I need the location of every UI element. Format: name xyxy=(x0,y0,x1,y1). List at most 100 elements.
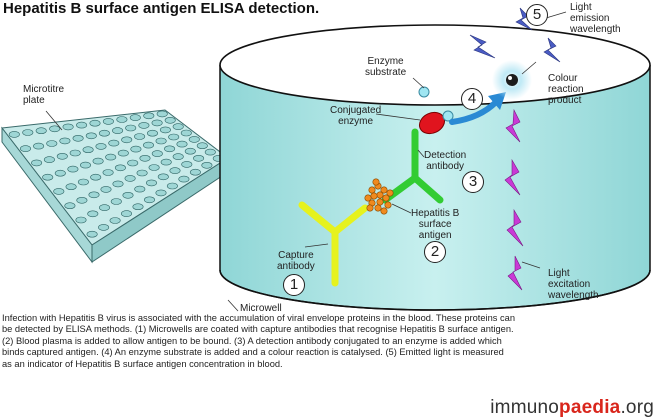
plate-well xyxy=(193,155,205,162)
plate-well xyxy=(148,164,160,171)
plate-well xyxy=(121,136,133,144)
plate-well xyxy=(62,123,74,131)
plate-well xyxy=(90,173,102,181)
plate-well xyxy=(138,122,150,129)
plate-well xyxy=(201,162,213,169)
plate-well xyxy=(164,145,176,153)
plate-well xyxy=(143,141,155,149)
plate-well xyxy=(98,224,110,231)
plate-well xyxy=(100,186,112,193)
microwell-cylinder xyxy=(219,24,651,311)
plate-well xyxy=(125,124,137,132)
plate-well xyxy=(112,180,124,188)
plate-well xyxy=(99,204,111,211)
caption-line: Infection with Hepatitis B virus is asso… xyxy=(2,313,515,323)
plate-well xyxy=(85,132,97,140)
antigen-particle xyxy=(376,198,384,206)
plate-well xyxy=(19,145,31,152)
plate-well xyxy=(105,153,117,161)
plate-well xyxy=(146,179,158,187)
antigen-particle xyxy=(372,178,380,186)
plate-well xyxy=(46,140,58,147)
plate-well xyxy=(134,185,146,193)
step-2-marker: 2 xyxy=(424,241,446,263)
plate-well xyxy=(42,173,54,181)
plate-well xyxy=(157,173,169,181)
plate-well xyxy=(102,169,114,176)
plate-well xyxy=(155,137,167,145)
plate-well xyxy=(102,118,114,125)
plate-well xyxy=(159,126,171,134)
caption-line: binds captured antigen. (4) An enzyme su… xyxy=(2,347,504,358)
plate-well xyxy=(89,119,101,127)
plate-well xyxy=(127,159,139,167)
plate-well xyxy=(132,203,144,210)
plate-well xyxy=(59,137,71,145)
antigen-particle xyxy=(368,186,376,194)
plate-well xyxy=(139,155,151,162)
plate-well xyxy=(53,188,65,195)
plate-well xyxy=(189,168,201,176)
plate-well xyxy=(65,183,77,190)
plate-well xyxy=(108,139,120,147)
capture-antibody xyxy=(298,201,369,287)
plate-well xyxy=(204,148,216,156)
plate-well xyxy=(124,175,136,182)
plate-well xyxy=(156,110,168,118)
plate-well xyxy=(98,129,110,137)
plate-well xyxy=(129,114,141,121)
plate-well xyxy=(88,191,100,199)
leader-lines xyxy=(45,11,567,312)
plate-well xyxy=(8,131,20,138)
plate-well xyxy=(56,153,68,160)
plate-well xyxy=(80,161,92,169)
plate-wells xyxy=(8,110,224,238)
step-4-marker: 4 xyxy=(461,88,483,110)
plate-well xyxy=(164,117,176,124)
antigen-particle xyxy=(376,191,384,199)
plate-well xyxy=(184,147,196,155)
plate-well xyxy=(110,198,122,205)
plate-well xyxy=(121,210,133,217)
plate-well xyxy=(22,129,34,136)
plate-well xyxy=(176,140,188,148)
plate-well xyxy=(122,192,134,199)
step-1-marker: 1 xyxy=(283,274,305,296)
plate-well xyxy=(49,125,61,133)
plate-well xyxy=(76,197,88,204)
plate-well xyxy=(35,127,47,134)
hepatitis-b-surface-antigen xyxy=(364,178,394,215)
plate-well xyxy=(114,164,126,172)
diagram-title: Hepatitis B surface antigen ELISA detect… xyxy=(3,0,320,17)
plate-well xyxy=(43,156,55,163)
caption-line: as an indicator of Hepatitis B surface a… xyxy=(2,358,283,369)
microtitre-plate xyxy=(1,109,229,264)
light-excitation-bolts xyxy=(504,108,524,291)
step-3-marker: 3 xyxy=(462,171,484,193)
plate-well xyxy=(155,189,167,197)
plate-well xyxy=(130,145,142,153)
plate-well xyxy=(82,146,94,153)
plate-well xyxy=(168,133,180,141)
plate-well xyxy=(151,150,163,157)
plate-well xyxy=(172,153,184,160)
plate-well xyxy=(178,175,190,183)
step-5-marker: 5 xyxy=(526,4,548,26)
antigen-particle xyxy=(364,194,372,202)
plate-well xyxy=(76,121,88,129)
immunopaedia-logo[interactable]: immunopaedia.org xyxy=(490,397,654,418)
plate-well xyxy=(188,136,200,143)
plate-well xyxy=(166,182,178,190)
plate-well xyxy=(169,167,181,174)
plate-well xyxy=(196,142,208,149)
plate-well xyxy=(134,133,146,140)
plate-well xyxy=(67,165,79,173)
